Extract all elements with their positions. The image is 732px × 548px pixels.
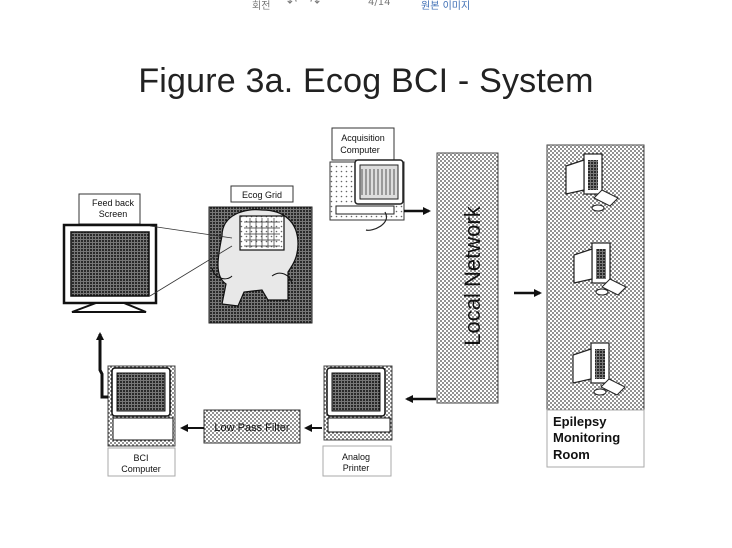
page-indicator: 4/14 (368, 0, 391, 8)
workstation-icon-3 (572, 342, 626, 396)
bci-label-line1: BCI (133, 453, 148, 463)
acquisition-computer-icon (329, 159, 405, 231)
original-image-link[interactable]: 원본 이미지 (421, 1, 471, 12)
rotate-left-icon[interactable]: ↶ (287, 0, 298, 9)
ecog-grid: Ecog Grid (208, 185, 313, 324)
printer-label-line1: Analog (342, 452, 370, 462)
printer-label-line2: Printer (343, 463, 370, 473)
workstation-icon-1 (565, 153, 619, 212)
viewer-toolbar: 회전 ↶ ↷ 4/14 원본 이미지 (0, 0, 732, 14)
local-network: Local Network (436, 152, 499, 404)
feedback-screen: Feed back Screen (62, 193, 233, 313)
low-pass-filter: Low Pass Filter (203, 409, 301, 444)
bci-computer: BCI Computer (107, 365, 176, 477)
room-label-line2: Monitoring (553, 430, 620, 445)
feedback-label-line1: Feed back (92, 198, 135, 208)
rotate-right-icon[interactable]: ↷ (310, 0, 321, 9)
workstation-icon-2 (573, 242, 627, 296)
figure-title: Figure 3a. Ecog BCI - System (138, 62, 594, 100)
rotate-label[interactable]: 회전 (252, 1, 271, 12)
bci-label-line2: Computer (121, 464, 161, 474)
analog-printer: Analog Printer (322, 365, 393, 477)
epilepsy-monitoring-room: Epilepsy Monitoring Room (546, 144, 645, 468)
acquisition-label-line1: Acquisition (341, 133, 385, 143)
acquisition-label-line2: Computer (340, 145, 380, 155)
low-pass-filter-label: Low Pass Filter (214, 422, 290, 434)
room-label-line3: Room (553, 447, 590, 462)
local-network-label: Local Network (460, 205, 485, 345)
room-label-line1: Epilepsy (553, 414, 607, 429)
ecog-grid-label: Ecog Grid (242, 190, 282, 200)
arrow-bci-to-feedback (96, 332, 108, 399)
feedback-label-line2: Screen (99, 209, 128, 219)
acquisition-computer: Acquisition Computer (329, 127, 405, 231)
